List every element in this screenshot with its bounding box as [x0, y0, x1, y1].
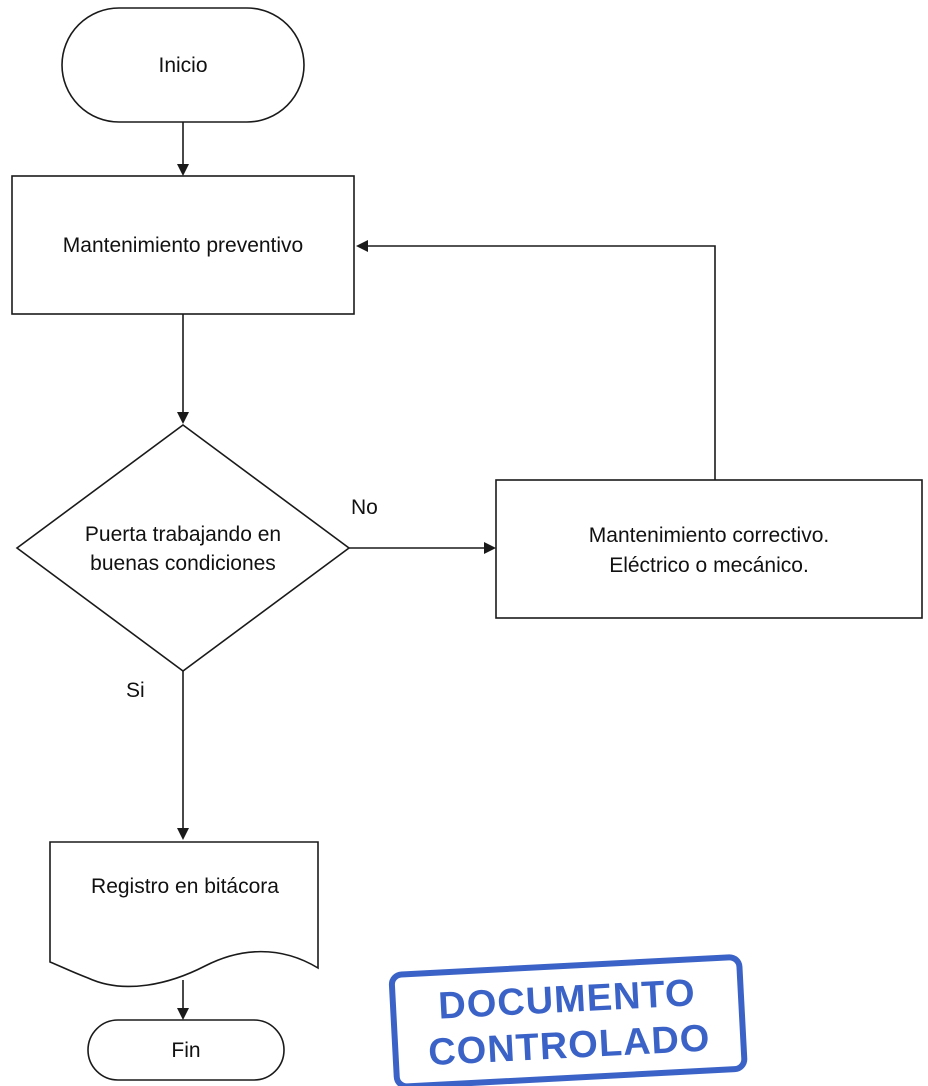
- corrective-maintenance-box: Mantenimiento correctivo. Eléctrico o me…: [495, 479, 923, 619]
- decision-label-line2: buenas condiciones: [90, 552, 276, 575]
- corrective-maintenance-label-line1: Mantenimiento correctivo.: [589, 524, 829, 547]
- end-terminator: Fin: [87, 1019, 285, 1081]
- yes-edge-label: Si: [126, 679, 145, 702]
- decision-diamond: Puerta trabajando en buenas condiciones: [15, 424, 351, 672]
- log-document-shape: Registro en bitácora: [49, 841, 319, 988]
- decision-label-line1: Puerta trabajando en: [85, 523, 281, 546]
- no-edge-label: No: [351, 496, 378, 519]
- start-terminator: Inicio: [61, 7, 305, 123]
- end-label: Fin: [171, 1039, 200, 1062]
- controlled-document-stamp: DOCUMENTO CONTROLADO: [388, 954, 748, 1086]
- edge-corrective-to-preventive: [356, 240, 716, 480]
- corrective-maintenance-label-line2: Eléctrico o mecánico.: [609, 554, 809, 577]
- start-label: Inicio: [158, 54, 207, 77]
- preventive-maintenance-label: Mantenimiento preventivo: [63, 234, 303, 257]
- stamp-border: [388, 954, 748, 1086]
- log-label: Registro en bitácora: [91, 875, 279, 898]
- preventive-maintenance-box: Mantenimiento preventivo: [11, 175, 355, 315]
